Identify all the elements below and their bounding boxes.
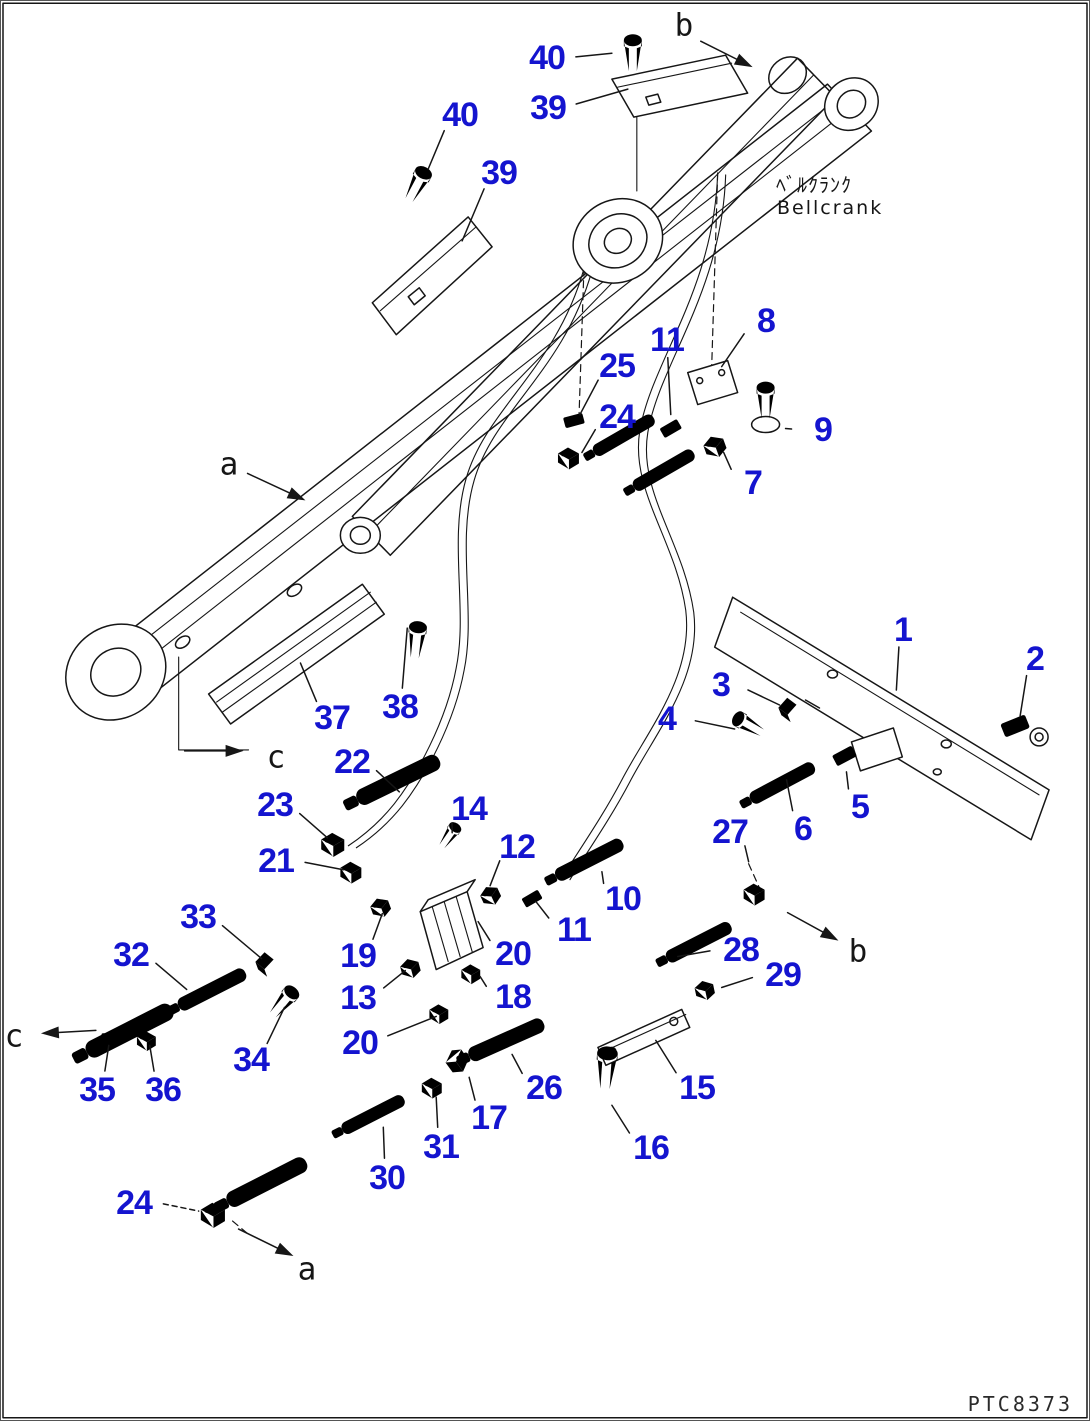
leader-36-38 [148, 1044, 155, 1072]
drawing-number: PTC8373 [967, 1392, 1073, 1416]
leader-15-39 [655, 1039, 677, 1074]
manifold-line-art [419, 359, 781, 1067]
boom-arm-line-art [65, 56, 879, 721]
leader-35-37 [104, 1044, 110, 1072]
leader-lines [40, 40, 1028, 1256]
leader-11-25 [535, 900, 550, 919]
bellcrank-caption-jp: ﾍﾞﾙｸﾗﾝｸ [776, 173, 852, 197]
view-arrowhead-a-1 [286, 487, 306, 501]
leader-19-29 [372, 912, 384, 940]
leader-7-9 [722, 451, 732, 471]
leader-4-13 [694, 720, 736, 730]
leader-40-0 [575, 52, 613, 58]
leader-26-36 [511, 1053, 523, 1075]
leader-31-41 [435, 1096, 439, 1129]
leader-32-28 [155, 962, 188, 991]
leader-29-33 [720, 976, 754, 989]
leader-5-17 [845, 771, 850, 790]
leader-40-2 [427, 129, 445, 170]
leader-16-42 [611, 1104, 631, 1134]
leader-34-34 [266, 1006, 286, 1045]
leader-8-4 [720, 333, 745, 368]
view-arrowhead-a-4 [274, 1242, 294, 1256]
view-arrowhead-b-0 [733, 53, 753, 68]
leader-2-11 [1019, 674, 1028, 717]
leader-10-24 [601, 870, 605, 885]
leader-20-26 [477, 920, 491, 942]
construction-lines [231, 98, 763, 1237]
leader-23-19 [298, 812, 329, 839]
view-arrowhead-b-5 [819, 926, 839, 941]
leader-30-43 [382, 1126, 386, 1159]
leader-18-31 [479, 975, 488, 988]
leader-21-23 [304, 861, 345, 871]
leader-39-3 [461, 188, 485, 242]
leader-11-5 [667, 356, 672, 416]
leader-1-10 [895, 646, 900, 691]
leader-13-30 [382, 969, 407, 989]
leader-27-21 [744, 845, 750, 863]
leader-3-12 [747, 689, 781, 706]
view-arrowhead-c-2 [225, 744, 244, 757]
leader-24-7 [581, 428, 597, 454]
leader-22-16 [375, 769, 401, 793]
leader-24-44 [162, 1203, 200, 1212]
leader-6-18 [785, 779, 794, 812]
rail-line-art [713, 596, 1050, 841]
leader-28-32 [677, 950, 711, 958]
leader-39-1 [575, 88, 629, 105]
leader-12-22 [489, 860, 501, 887]
leader-20-35 [387, 1015, 437, 1037]
hose-curves [347, 172, 727, 881]
leader-38-15 [401, 627, 409, 689]
leader-17-40 [468, 1076, 476, 1101]
fittings-line-art [69, 34, 1031, 1228]
leader-37-14 [299, 662, 318, 703]
bellcrank-caption-en: Bellcrank [777, 197, 884, 219]
plates-line-art [174, 54, 749, 751]
view-arrowhead-c-3 [40, 1026, 60, 1039]
leader-25-6 [579, 379, 599, 416]
leader-33-27 [221, 924, 263, 960]
